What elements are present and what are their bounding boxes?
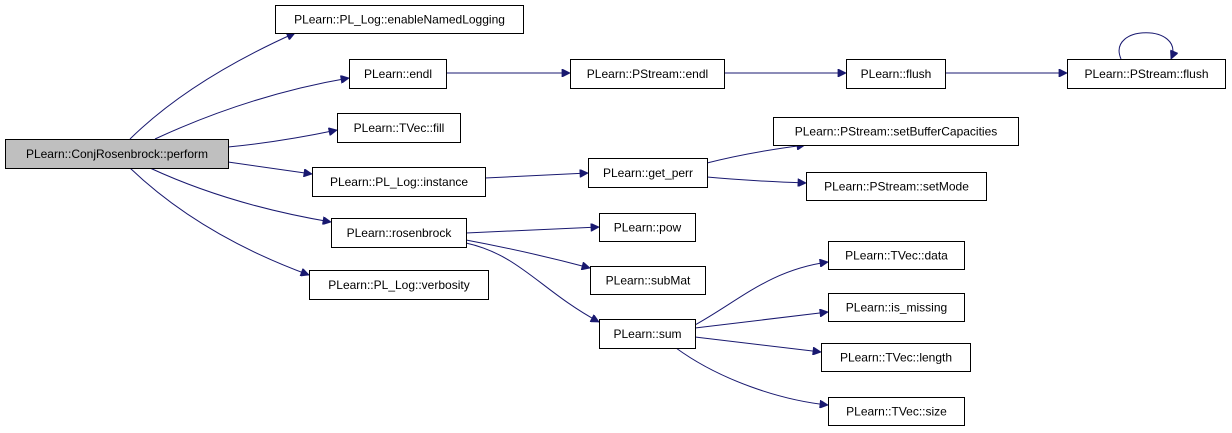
node-label: PLearn::ConjRosenbrock::perform (26, 147, 208, 161)
edge-plearn-sum-to-plearn-tvec-size (675, 347, 828, 405)
node-box[interactable] (846, 59, 946, 89)
node-plearn-flush[interactable]: PLearn::flush (846, 59, 946, 89)
edge-plearn-rosenbrock-to-plearn-pow (465, 227, 599, 234)
node-box[interactable] (312, 167, 486, 197)
node-label: PLearn::PStream::flush (1084, 67, 1208, 81)
node-box[interactable] (599, 213, 696, 242)
node-label: PLearn::endl (364, 67, 432, 81)
node-box[interactable] (828, 241, 965, 270)
edge-plearn-sum-to-plearn-is-missing (694, 312, 828, 329)
node-plearn-sum[interactable]: PLearn::sum (599, 319, 696, 349)
node-label: PLearn::subMat (606, 274, 691, 288)
edge-plearn-conjrosenbrock-perform-to-plearn-rosenbrock (149, 167, 331, 222)
node-label: PLearn::TVec::size (846, 405, 947, 419)
edge-plearn-conjrosenbrock-perform-to-plearn-endl (154, 78, 349, 140)
edge-plearn-conjrosenbrock-perform-to-plearn-pl-log-enablenamedlogging (129, 33, 295, 140)
nodes-layer: PLearn::ConjRosenbrock::performPLearn::P… (5, 5, 1226, 426)
node-box[interactable] (5, 139, 229, 169)
node-plearn-tvec-fill[interactable]: PLearn::TVec::fill (337, 113, 461, 143)
edge-plearn-get-perr-to-plearn-pstream-setbuffercapacities (706, 145, 805, 164)
edge-plearn-rosenbrock-to-plearn-sum (465, 242, 599, 323)
edge-plearn-rosenbrock-to-plearn-submat (465, 239, 590, 268)
node-label: PLearn::sum (613, 327, 681, 341)
node-plearn-tvec-length[interactable]: PLearn::TVec::length (821, 343, 971, 372)
node-plearn-endl[interactable]: PLearn::endl (349, 59, 447, 89)
node-label: PLearn::TVec::length (840, 351, 952, 365)
node-box[interactable] (806, 172, 987, 201)
edge-plearn-conjrosenbrock-perform-to-plearn-pl-log-instance (227, 161, 312, 174)
node-label: PLearn::flush (861, 67, 932, 81)
node-box[interactable] (1067, 59, 1226, 89)
node-label: PLearn::PStream::setMode (824, 180, 969, 194)
node-plearn-is-missing[interactable]: PLearn::is_missing (828, 293, 965, 322)
node-box[interactable] (331, 218, 467, 248)
node-label: PLearn::PStream::endl (587, 67, 708, 81)
node-box[interactable] (599, 319, 696, 349)
node-label: PLearn::PStream::setBufferCapacities (795, 125, 998, 139)
node-label: PLearn::PL_Log::enableNamedLogging (294, 13, 505, 27)
edge-plearn-sum-to-plearn-tvec-length (694, 336, 821, 352)
node-box[interactable] (309, 270, 489, 300)
node-plearn-pow[interactable]: PLearn::pow (599, 213, 696, 242)
node-box[interactable] (337, 113, 461, 143)
edge-plearn-conjrosenbrock-perform-to-plearn-tvec-fill (227, 130, 337, 148)
node-plearn-get-perr[interactable]: PLearn::get_perr (588, 158, 708, 188)
edge-plearn-pl-log-instance-to-plearn-get-perr (484, 173, 588, 179)
node-label: PLearn::rosenbrock (347, 226, 453, 240)
node-box[interactable] (828, 293, 965, 322)
node-box[interactable] (275, 5, 524, 34)
node-label: PLearn::pow (614, 221, 682, 235)
edges-layer (129, 32, 1173, 405)
node-plearn-pl-log-enablenamedlogging[interactable]: PLearn::PL_Log::enableNamedLogging (275, 5, 524, 34)
node-plearn-pstream-flush[interactable]: PLearn::PStream::flush (1067, 59, 1226, 89)
node-box[interactable] (588, 158, 708, 188)
node-box[interactable] (773, 117, 1019, 146)
edge-plearn-get-perr-to-plearn-pstream-setmode (706, 176, 806, 183)
node-label: PLearn::TVec::fill (354, 121, 445, 135)
edge-plearn-conjrosenbrock-perform-to-plearn-pl-log-verbosity (129, 167, 309, 275)
edge-plearn-pstream-flush-to-plearn-pstream-flush (1118, 32, 1173, 59)
node-box[interactable] (349, 59, 447, 89)
node-plearn-pstream-endl[interactable]: PLearn::PStream::endl (570, 59, 725, 89)
node-label: PLearn::PL_Log::verbosity (328, 278, 469, 292)
edge-plearn-sum-to-plearn-tvec-data (694, 262, 828, 326)
node-box[interactable] (821, 343, 971, 372)
node-box[interactable] (570, 59, 725, 89)
node-plearn-pstream-setbuffercapacities[interactable]: PLearn::PStream::setBufferCapacities (773, 117, 1019, 146)
node-box[interactable] (590, 266, 706, 295)
node-plearn-tvec-data[interactable]: PLearn::TVec::data (828, 241, 965, 270)
node-label: PLearn::TVec::data (845, 249, 948, 263)
node-plearn-tvec-size[interactable]: PLearn::TVec::size (828, 397, 965, 426)
node-plearn-pl-log-instance[interactable]: PLearn::PL_Log::instance (312, 167, 486, 197)
node-label: PLearn::PL_Log::instance (330, 175, 468, 189)
node-plearn-pl-log-verbosity[interactable]: PLearn::PL_Log::verbosity (309, 270, 489, 300)
node-plearn-conjrosenbrock-perform[interactable]: PLearn::ConjRosenbrock::perform (5, 139, 229, 169)
node-box[interactable] (828, 397, 965, 426)
node-plearn-rosenbrock[interactable]: PLearn::rosenbrock (331, 218, 467, 248)
node-plearn-submat[interactable]: PLearn::subMat (590, 266, 706, 295)
node-plearn-pstream-setmode[interactable]: PLearn::PStream::setMode (806, 172, 987, 201)
node-label: PLearn::is_missing (846, 301, 947, 315)
node-label: PLearn::get_perr (603, 166, 693, 180)
